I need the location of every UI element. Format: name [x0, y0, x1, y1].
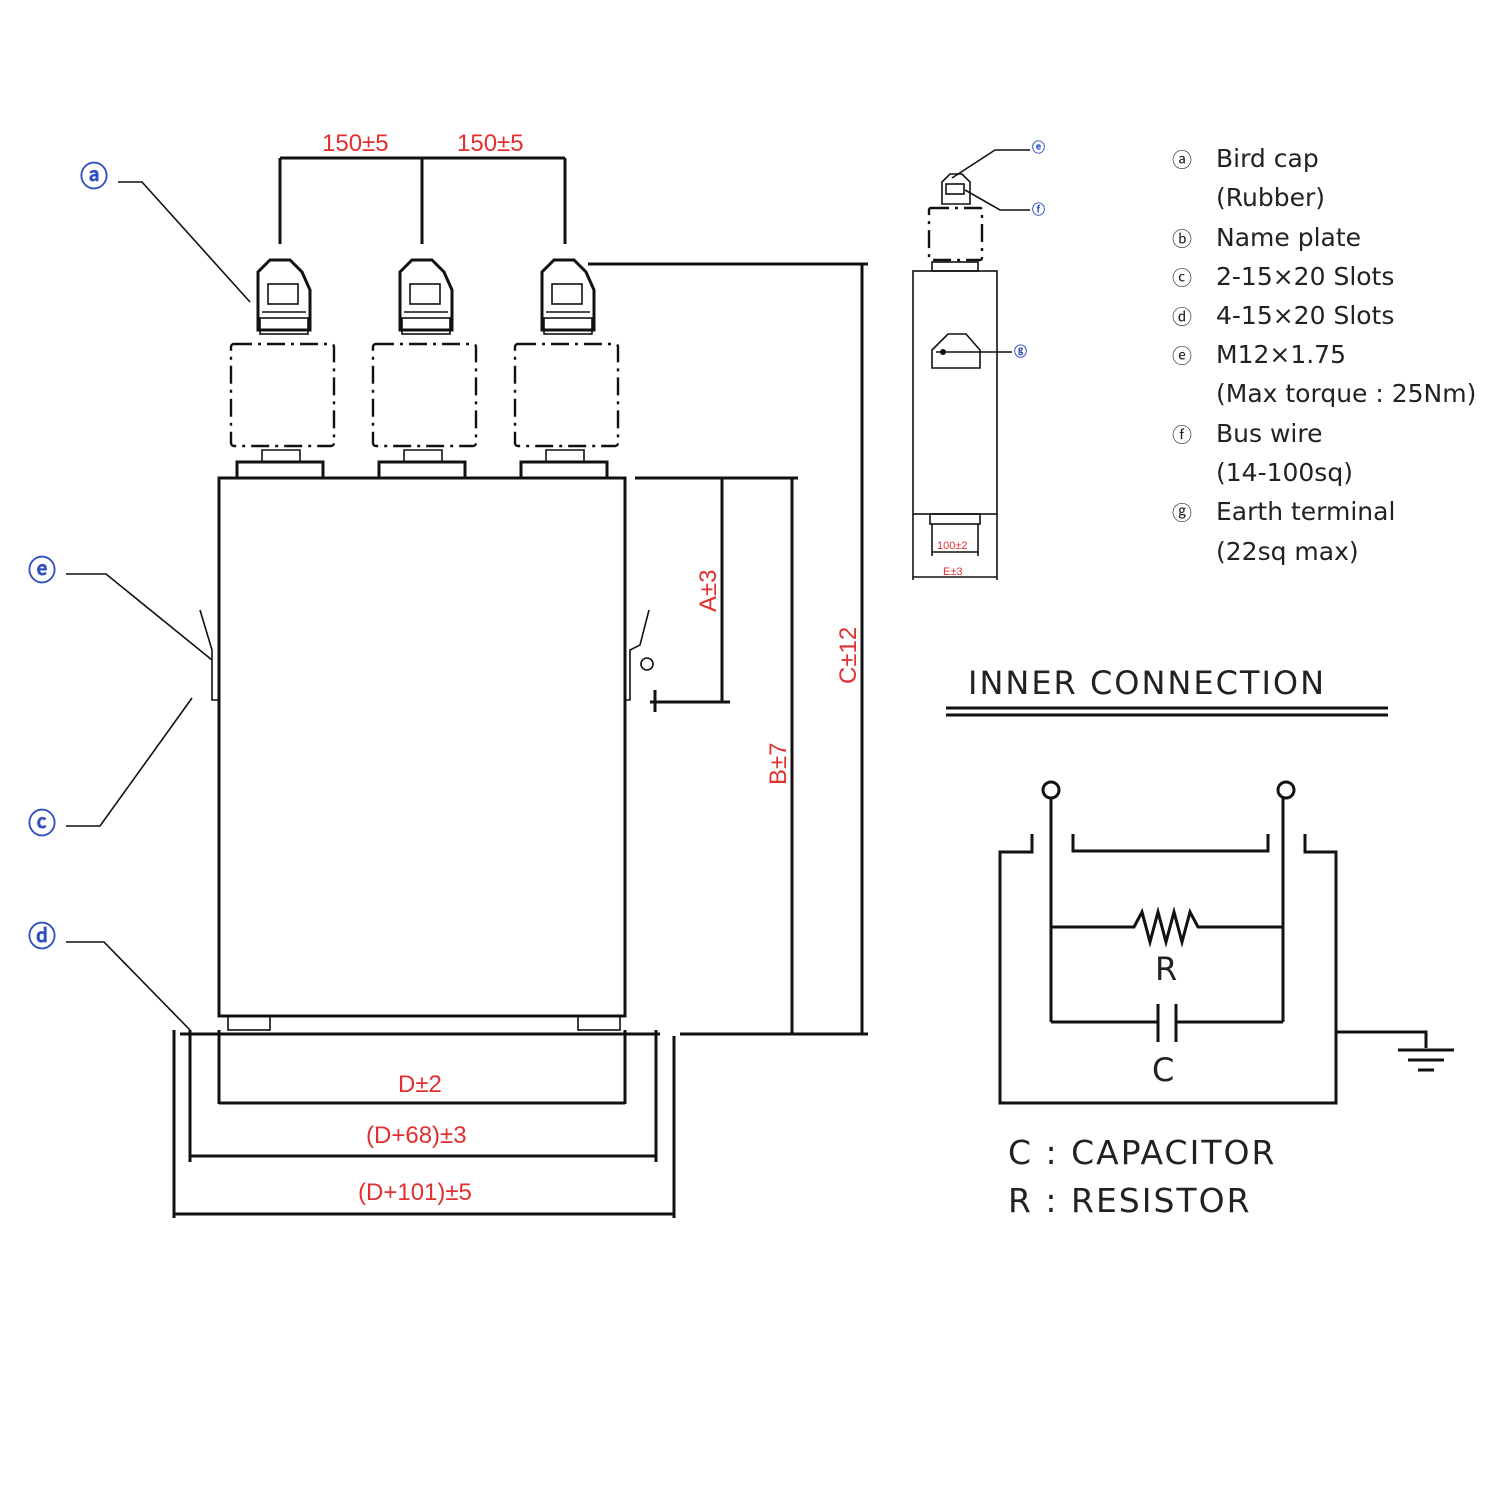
- bushing-right: [513, 258, 620, 480]
- legend-d-line1: 4-15×20 Slots: [1216, 301, 1394, 330]
- legend-g-line1: Earth terminal: [1216, 497, 1395, 526]
- svg-text:ⓔ: ⓔ: [28, 554, 56, 587]
- d-dimension-label: D±2: [398, 1071, 442, 1098]
- pitch-dimension: 150±5 150±5: [278, 130, 567, 244]
- pitch-right-label: 150±5: [457, 130, 524, 157]
- pitch-left-label: 150±5: [322, 130, 389, 157]
- bottom-dimensions: D±2 (D+68)±3 (D+101)±5: [172, 1030, 676, 1218]
- callout-side-view-top2: ⓕ: [1032, 202, 1045, 218]
- foot-left: [227, 1015, 271, 1031]
- a-dimension: A±3: [635, 476, 730, 712]
- front-view: 150±5 150±5 A±3 B±7 C±12: [28, 130, 868, 1218]
- tank-body: [217, 476, 627, 1018]
- legend-b-line1: Name plate: [1216, 223, 1361, 252]
- callout-side-view-top1: ⓔ: [1032, 140, 1045, 156]
- side-width-label: 100±2: [937, 540, 968, 552]
- resistor-label: R: [1155, 950, 1177, 988]
- legend-e-line1: M12×1.75: [1216, 340, 1346, 369]
- side-e-label: E±3: [943, 566, 963, 578]
- side-tank: [912, 270, 998, 515]
- legend-e-line2: (Max torque : 25Nm): [1216, 379, 1476, 408]
- callout-side-lower: ⓒ: [28, 697, 193, 840]
- legend-f-line1: Bus wire: [1216, 419, 1322, 448]
- bushing-middle: [371, 258, 478, 480]
- legend-letter-g: ⓖ: [1172, 501, 1192, 525]
- inner-connection: INNER CONNECTION R C C : CAPACITOR R : R…: [946, 664, 1454, 1220]
- legend-a-line2: (Rubber): [1216, 183, 1325, 212]
- legend-c-line1: 2-15×20 Slots: [1216, 262, 1394, 291]
- inner-connection-title: INNER CONNECTION: [968, 664, 1326, 702]
- d101-dimension-label: (D+101)±5: [358, 1179, 472, 1206]
- legend-letter-f: ⓕ: [1172, 423, 1192, 447]
- callout-side-upper: ⓔ: [28, 554, 213, 661]
- b-dimension-label: B±7: [765, 742, 792, 785]
- callout-top-left: ⓐ: [80, 160, 251, 303]
- c-dimension-label: C±12: [835, 627, 862, 684]
- legend-g-line2: (22sq max): [1216, 537, 1359, 566]
- callout-side-view-mid: ⓖ: [1014, 344, 1027, 360]
- c-dimension: C±12: [588, 262, 868, 1036]
- key-resistor: R : RESISTOR: [1008, 1181, 1252, 1220]
- svg-text:ⓒ: ⓒ: [28, 807, 56, 840]
- b-dimension: B±7: [680, 476, 798, 1036]
- svg-text:ⓓ: ⓓ: [28, 920, 56, 953]
- legend-letter-b: ⓑ: [1172, 227, 1192, 251]
- legend-f-line2: (14-100sq): [1216, 458, 1353, 487]
- side-view: 100±2 E±3 ⓔ ⓕ ⓖ: [912, 140, 1045, 580]
- legend: ⓐ Bird cap (Rubber) ⓑ Name plate ⓒ 2-15×…: [1172, 144, 1476, 566]
- legend-letter-d: ⓓ: [1172, 305, 1192, 329]
- legend-letter-a: ⓐ: [1172, 148, 1192, 172]
- d68-dimension-label: (D+68)±3: [366, 1122, 467, 1149]
- legend-letter-e: ⓔ: [1172, 344, 1192, 368]
- bushing-left: [229, 258, 336, 480]
- legend-letter-c: ⓒ: [1172, 266, 1192, 290]
- svg-text:ⓐ: ⓐ: [80, 160, 108, 193]
- a-dimension-label: A±3: [695, 569, 722, 612]
- foot-right: [577, 1015, 621, 1031]
- callout-bottom-left: ⓓ: [28, 920, 191, 1031]
- legend-a-line1: Bird cap: [1216, 144, 1319, 173]
- key-capacitor: C : CAPACITOR: [1008, 1133, 1276, 1172]
- capacitor-label: C: [1152, 1051, 1174, 1089]
